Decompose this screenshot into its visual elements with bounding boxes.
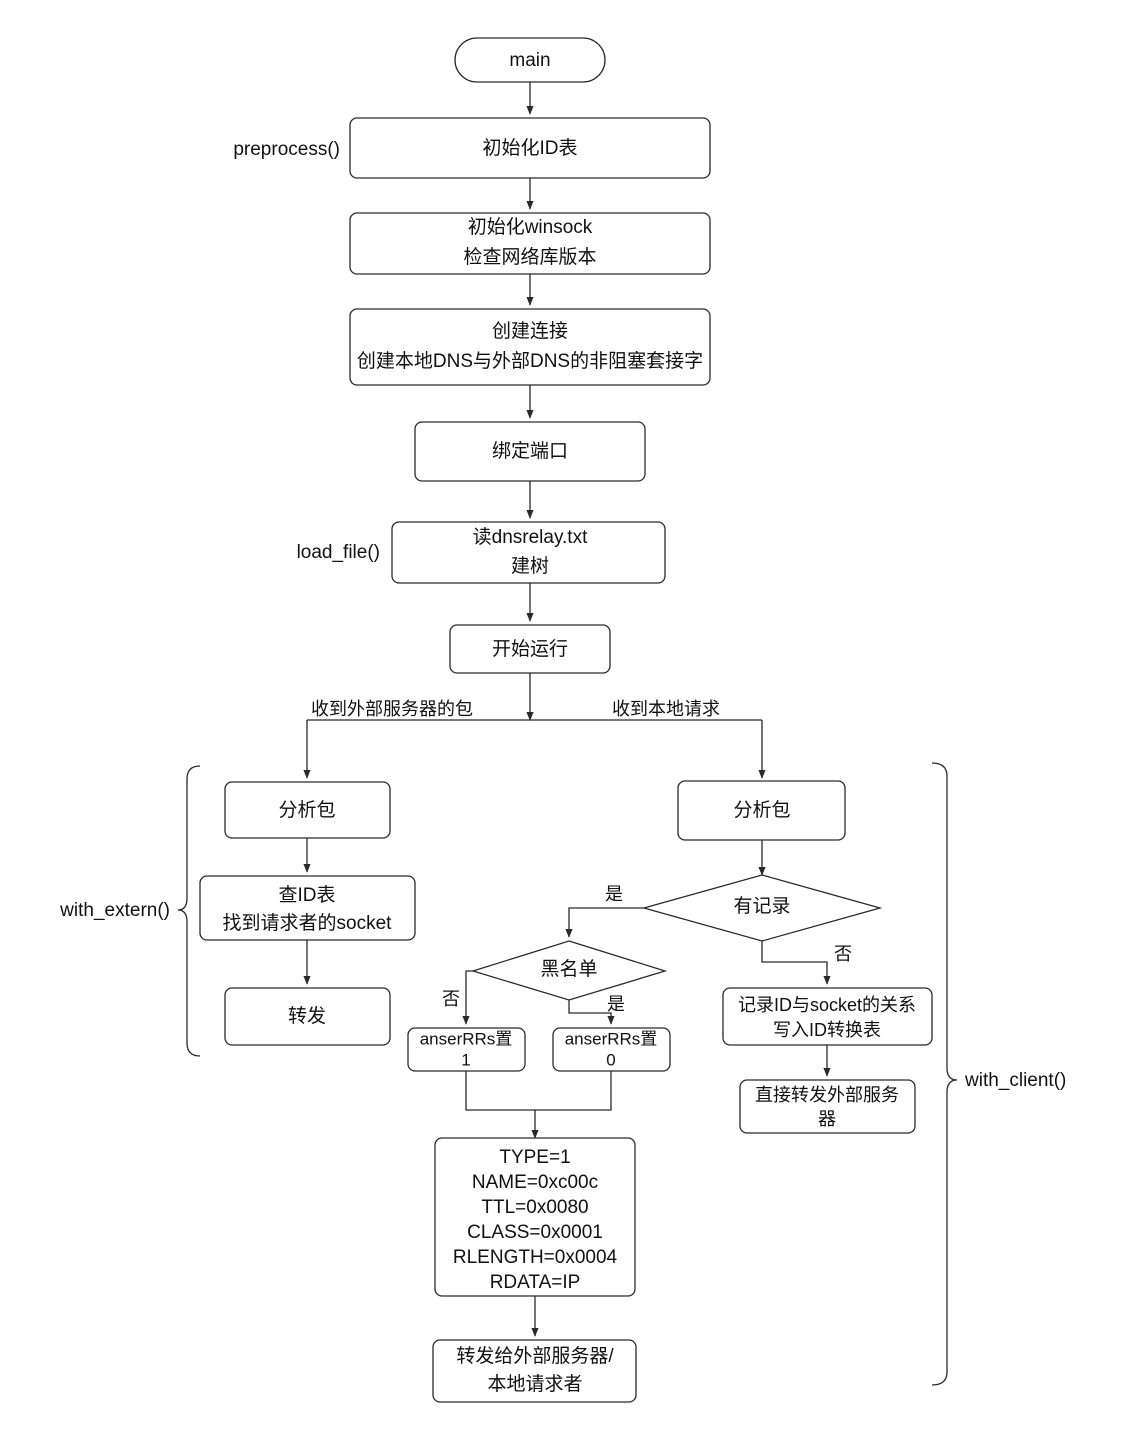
edge-label-has-record-yes: 是 [605, 884, 623, 904]
node-has-record-label: 有记录 [733, 895, 790, 917]
node-blacklist-shape [470, 940, 668, 1001]
node-parse-packet-right: 分析包 [677, 780, 846, 841]
node-lookup-id-table-shape [199, 875, 416, 941]
node-final-forward-line1: 转发给外部服务器/ [456, 1345, 614, 1367]
node-create-connection-line1: 创建连接 [492, 320, 568, 342]
node-anser-rrs-set-1: anserRRs置 1 [407, 1027, 526, 1072]
connector-layer [303, 82, 831, 1337]
node-record-id-socket: 记录ID与socket的关系 写入ID转换表 [722, 987, 933, 1046]
node-final-forward-line2: 本地请求者 [487, 1373, 582, 1395]
node-start-running: 开始运行 [449, 624, 611, 674]
node-record-id-socket-line2: 写入ID转换表 [773, 1020, 881, 1040]
node-direct-forward-external-line2: 器 [818, 1109, 836, 1129]
node-init-id-table: 初始化ID表 [349, 117, 711, 179]
brace-with-extern-path [177, 765, 201, 1057]
node-parse-packet-right-shape [677, 780, 846, 841]
node-direct-forward-external-line1: 直接转发外部服务 [755, 1085, 899, 1105]
node-parse-packet-left-label: 分析包 [278, 799, 335, 821]
node-rr-detail: TYPE=1 NAME=0xc00c TTL=0x0080 CLASS=0x00… [434, 1137, 636, 1297]
node-load-file: 读dnsrelay.txt 建树 [391, 521, 666, 584]
node-init-id-table-shape [349, 117, 711, 179]
node-rr-detail-line5: RLENGTH=0x0004 [453, 1247, 618, 1268]
node-init-winsock: 初始化winsock 检查网络库版本 [349, 212, 711, 275]
node-rr-detail-line1: TYPE=1 [499, 1147, 570, 1168]
node-bind-port: 绑定端口 [414, 421, 646, 482]
node-forward-shape [224, 987, 391, 1046]
node-create-connection: 创建连接 创建本地DNS与外部DNS的非阻塞套接字 [349, 308, 711, 386]
node-rr-detail-line2: NAME=0xc00c [472, 1172, 598, 1193]
node-parse-packet-left-shape [224, 781, 391, 839]
node-init-winsock-line1: 初始化winsock [468, 216, 593, 238]
node-rr-detail-line3: TTL=0x0080 [481, 1197, 588, 1218]
node-direct-forward-external-shape [739, 1079, 916, 1134]
node-record-id-socket-shape [722, 987, 933, 1046]
node-anser-rrs-set-0: anserRRs置 0 [552, 1027, 671, 1072]
node-start-running-label: 开始运行 [492, 638, 568, 660]
edge-label-from-local-request: 收到本地请求 [612, 699, 720, 719]
node-final-forward-shape [432, 1339, 637, 1403]
node-load-file-line1: 读dnsrelay.txt [473, 526, 588, 548]
edge-has-record-no-to-record-id [761, 941, 831, 985]
node-start-running-shape [449, 624, 611, 674]
edge-label-blacklist-no: 否 [442, 989, 460, 1009]
node-anser-rrs-set-1-line1: anserRRs置 [420, 1029, 513, 1048]
node-anser-rrs-set-0-line2: 0 [606, 1050, 615, 1069]
brace-with-client-path [931, 762, 958, 1386]
node-init-winsock-line2: 检查网络库版本 [463, 246, 596, 268]
edge-label-from-external-server: 收到外部服务器的包 [311, 699, 473, 719]
node-blacklist-label: 黑名单 [540, 958, 597, 980]
edge-label-blacklist-yes: 是 [607, 994, 625, 1014]
node-main-shape [454, 37, 606, 83]
node-forward: 转发 [224, 987, 391, 1046]
node-lookup-id-table-line2: 找到请求者的socket [223, 912, 393, 934]
node-lookup-id-table-line1: 查ID表 [278, 884, 335, 906]
group-label-preprocess: preprocess() [233, 139, 340, 160]
node-create-connection-line2: 创建本地DNS与外部DNS的非阻塞套接字 [357, 350, 703, 372]
node-has-record-shape [641, 874, 883, 942]
node-anser-rrs-set-0-line1: anserRRs置 [565, 1029, 658, 1048]
node-parse-packet-left: 分析包 [224, 781, 391, 839]
group-label-with-extern: with_extern() [59, 900, 170, 921]
node-final-forward: 转发给外部服务器/ 本地请求者 [432, 1339, 637, 1403]
node-record-id-socket-line1: 记录ID与socket的关系 [738, 995, 916, 1015]
node-main-label: main [509, 50, 550, 71]
edge-rrs-merge-rail [465, 1071, 612, 1111]
brace-with-extern: with_extern() [59, 765, 201, 1057]
group-label-load-file: load_file() [297, 542, 380, 563]
group-label-with-client: with_client() [964, 1070, 1066, 1091]
edge-label-has-record-no: 否 [834, 944, 852, 964]
node-bind-port-label: 绑定端口 [492, 440, 568, 462]
node-bind-port-shape [414, 421, 646, 482]
node-init-id-table-label: 初始化ID表 [482, 137, 577, 159]
node-main: main [454, 37, 606, 83]
node-create-connection-shape [349, 308, 711, 386]
node-load-file-shape [391, 521, 666, 584]
node-has-record-decision: 有记录 [641, 874, 883, 942]
node-blacklist-decision: 黑名单 [470, 940, 668, 1001]
node-load-file-line2: 建树 [511, 555, 549, 577]
node-rr-detail-line6: RDATA=IP [490, 1272, 581, 1293]
node-parse-packet-right-label: 分析包 [733, 799, 790, 821]
node-anser-rrs-set-0-shape [552, 1027, 671, 1072]
node-rr-detail-shape [434, 1137, 636, 1297]
node-init-winsock-shape [349, 212, 711, 275]
node-direct-forward-external: 直接转发外部服务 器 [739, 1079, 916, 1134]
node-rr-detail-line4: CLASS=0x0001 [467, 1222, 603, 1243]
node-anser-rrs-set-1-shape [407, 1027, 526, 1072]
node-anser-rrs-set-1-line2: 1 [461, 1050, 470, 1069]
edge-blacklist-yes-to-rrs0 [568, 1000, 615, 1025]
brace-with-client: with_client() [931, 762, 1066, 1386]
node-lookup-id-table: 查ID表 找到请求者的socket [199, 875, 416, 941]
node-forward-label: 转发 [288, 1005, 326, 1027]
